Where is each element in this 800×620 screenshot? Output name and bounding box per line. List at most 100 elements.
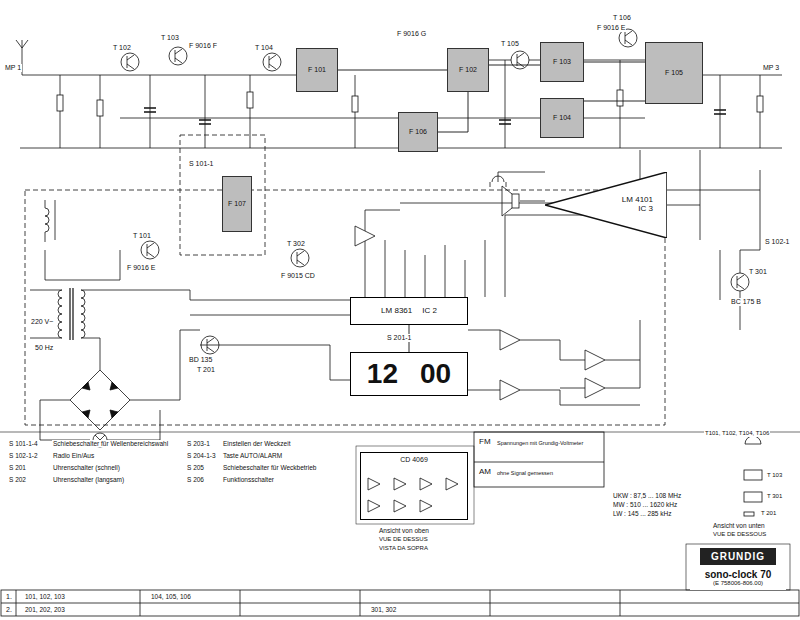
- title-frame: [686, 544, 790, 590]
- note-frame: [356, 446, 474, 524]
- brand-logo: GRUNDIG: [700, 548, 776, 565]
- part-label: S 201: [8, 464, 27, 471]
- coil-symbol: [45, 200, 120, 280]
- wire-connector: [338, 70, 447, 71]
- filter-module: F 105: [645, 42, 703, 104]
- filter-module: F 103: [540, 42, 584, 82]
- part-label: S 202: [8, 476, 27, 483]
- part-label: S 204-1-3: [186, 452, 217, 459]
- filter-module: F 107: [222, 176, 252, 232]
- inverter-gate: [368, 478, 458, 512]
- part-label: T 105: [500, 40, 520, 48]
- filter-module: F 101: [296, 48, 338, 92]
- part-label: S 206: [186, 476, 205, 483]
- part-label: 50 Hz: [34, 344, 54, 352]
- bridge-rectifier: [40, 330, 200, 447]
- node-text: LM 8361: [381, 307, 412, 316]
- part-label: T 301: [766, 493, 783, 500]
- part-label: T 302: [286, 240, 306, 248]
- filter-module: F 106: [398, 112, 438, 152]
- part-label: BD 135: [188, 356, 213, 364]
- part-label: T 201: [760, 510, 777, 517]
- filter-module: F 102: [447, 48, 489, 92]
- node-text: F 107: [228, 200, 246, 208]
- node-text: 00: [420, 359, 451, 390]
- part-label: F 9016 E: [596, 24, 626, 32]
- logic-ic: CD 4069: [360, 452, 468, 520]
- signal-wire: [468, 320, 640, 405]
- part-label: S 203-1: [186, 440, 211, 447]
- part-label: Ansicht von oben: [378, 527, 430, 534]
- node-text: IC 2: [422, 307, 437, 316]
- part-label: ohne Signal gemessen: [496, 470, 554, 476]
- note-frame: [474, 462, 604, 463]
- part-label: S 201-1: [386, 334, 413, 342]
- part-label: 101, 102, 103: [24, 593, 66, 600]
- part-label: FM: [478, 438, 492, 447]
- opamp-symbol: [355, 226, 375, 246]
- part-label: S 102-1: [764, 238, 791, 246]
- module-boundary: [180, 135, 265, 255]
- part-label: Funktionsschalter: [222, 476, 275, 483]
- table-frame: [1, 590, 799, 616]
- ic-pin-wire: [365, 210, 620, 297]
- part-label: VUE DE DESSUS: [378, 536, 429, 543]
- part-label: Schiebeschalter für Wellenbereichswahl: [52, 440, 169, 447]
- transformer-symbol: [30, 288, 190, 370]
- part-label: F 9015 CD: [280, 272, 316, 280]
- signal-wire: [667, 150, 760, 300]
- part-label: Taste AUTO/ALARM: [222, 452, 283, 459]
- wire-connector: [489, 65, 540, 66]
- part-label: T 104: [254, 44, 274, 52]
- part-label: 2.: [5, 606, 13, 614]
- wire-connector: [584, 62, 645, 63]
- part-label: BC 175 B: [730, 298, 762, 306]
- pinout-outline: [744, 436, 762, 516]
- opamp-symbol: [500, 330, 605, 400]
- part-label: VISTA DA SOPRA: [378, 545, 429, 552]
- part-label: T 102: [112, 44, 132, 52]
- wire-connector: [438, 92, 468, 132]
- node-text: (E 758006-806.00): [713, 580, 763, 587]
- part-label: S 101-1-4: [8, 440, 39, 447]
- node-text: GRUNDIG: [711, 551, 765, 562]
- node-text: sono-clock 70: [705, 569, 772, 580]
- part-label: Radio Ein/Aus: [52, 452, 95, 459]
- part-label: S 101-1: [188, 160, 215, 168]
- node-text: LM 4101: [622, 196, 653, 205]
- part-label: F 9016 F: [188, 42, 218, 50]
- part-label: T 201: [196, 366, 216, 374]
- part-label: Uhrenschalter (langsam): [52, 476, 125, 483]
- node-text: F 104: [553, 114, 571, 122]
- part-label: T 101: [132, 232, 152, 240]
- part-label: 104, 105, 106: [150, 593, 192, 600]
- part-label: Uhrenschalter (schnell): [52, 464, 121, 471]
- wire-connector: [584, 101, 645, 102]
- part-label: T101, T102, T104, T106: [704, 430, 770, 437]
- transistor-symbol: [121, 29, 749, 354]
- part-label: T 106: [612, 14, 632, 22]
- node-text: F 103: [553, 58, 571, 66]
- part-label: S 102-1-2: [8, 452, 39, 459]
- part-label: MW : 510 ... 1620 kHz: [612, 501, 678, 508]
- part-label: 220 V~: [30, 318, 54, 326]
- node-text: F 102: [459, 66, 477, 74]
- clock-display: 12 00: [350, 352, 468, 396]
- filter-module: F 104: [540, 98, 584, 138]
- part-label: S 205: [186, 464, 205, 471]
- node-text: IC 3: [638, 205, 653, 214]
- part-label: F 9016 G: [396, 30, 427, 38]
- part-label: F 9016 E: [126, 264, 156, 272]
- part-label: VUE DE DESSOUS: [712, 531, 767, 538]
- part-label: LW : 145 ... 285 kHz: [612, 510, 672, 517]
- supply-wire: [190, 300, 350, 380]
- part-label: T 103: [766, 472, 783, 479]
- note-frame: [474, 432, 604, 487]
- node-text: 12: [367, 359, 398, 390]
- part-label: Schiebeschalter für Weckbetrieb: [222, 464, 317, 471]
- node-text: F 105: [665, 69, 683, 77]
- part-label: 301, 302: [370, 606, 397, 613]
- clock-ic: LM 8361 IC 2: [350, 297, 468, 325]
- module-boundary: [25, 190, 665, 425]
- part-label: Ansicht von unten: [712, 522, 766, 529]
